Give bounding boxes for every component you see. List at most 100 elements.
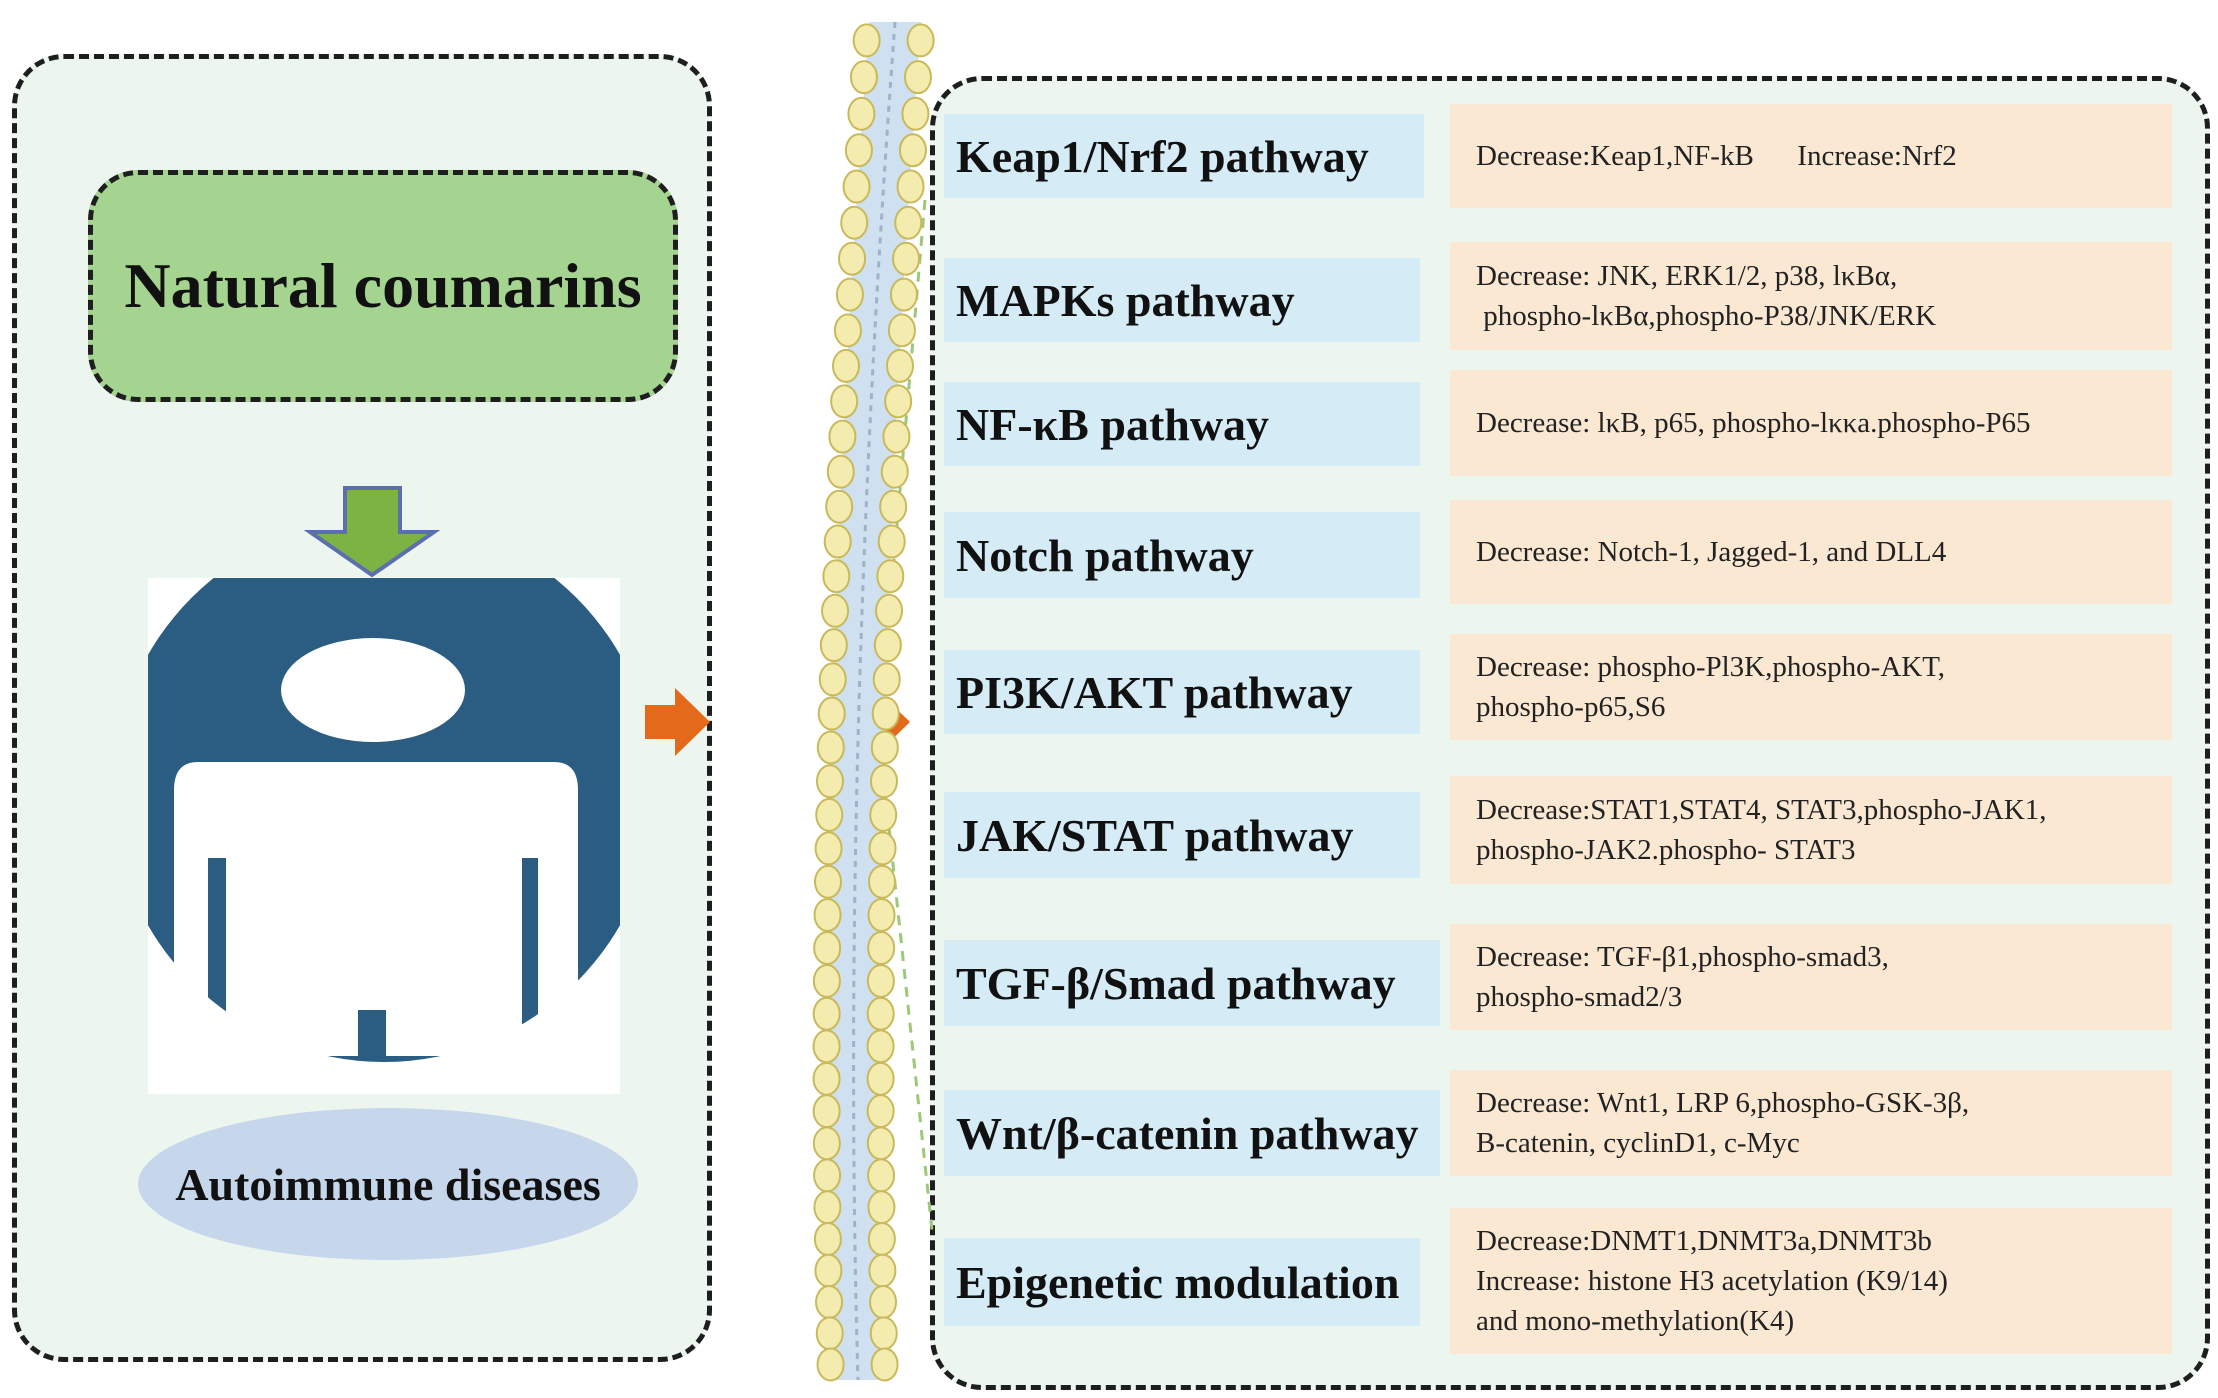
lipid-head — [872, 662, 901, 697]
natural-coumarins-title: Natural coumarins — [124, 250, 642, 321]
pathway-label: TGF-β/Smad pathway — [944, 940, 1440, 1026]
pathway-label: Notch pathway — [944, 512, 1420, 598]
lipid-head — [884, 384, 913, 419]
pathway-effects-box: Decrease: lκB, p65, phospho-lκκa.phospho… — [1450, 370, 2172, 476]
lipid-head — [868, 864, 897, 899]
lipid-head — [828, 419, 857, 454]
lipid-head — [826, 454, 855, 489]
zoom-line-top — [883, 199, 927, 666]
lipid-head — [833, 313, 862, 348]
pathway-effect-line: Decrease:Keap1,NF-kB Increase:Nrf2 — [1476, 140, 1957, 172]
lipid-head — [866, 1029, 895, 1064]
lipid-head — [873, 628, 902, 663]
lipid-head — [866, 1061, 895, 1096]
pathway-name: Keap1/Nrf2 pathway — [956, 130, 1369, 182]
lipid-head — [871, 696, 900, 731]
pathway-label: Epigenetic modulation — [944, 1238, 1420, 1326]
lipid-head — [866, 1094, 895, 1129]
lipid-head — [813, 1190, 842, 1225]
lipid-head — [852, 23, 881, 58]
lipid-head — [815, 1285, 844, 1320]
human-figure-icon — [148, 578, 620, 1094]
lipid-head — [867, 931, 896, 966]
pathway-label: PI3K/AKT pathway — [944, 650, 1420, 734]
lipid-head — [906, 23, 935, 58]
lipid-head — [814, 1253, 843, 1288]
lipid-head — [869, 797, 898, 832]
lipid-head — [818, 662, 847, 697]
lipid-head — [898, 133, 927, 168]
pathway-label: JAK/STAT pathway — [944, 792, 1420, 878]
pathway-effect-line: Decrease: phospho-Pl3K,phospho-AKT, — [1476, 651, 1946, 683]
pathway-effects-box: Decrease: TGF-β1,phospho-smad3,phospho-s… — [1450, 924, 2172, 1030]
autoimmune-diseases-label: Autoimmune diseases — [175, 1158, 601, 1210]
lipid-head — [831, 348, 860, 383]
pathway-effect-line: and mono-methylation(K4) — [1476, 1305, 1795, 1337]
lipid-head — [869, 1285, 898, 1320]
lipid-head — [901, 96, 930, 131]
pathway-label: NF-κB pathway — [944, 382, 1420, 466]
lipid-head — [813, 931, 842, 966]
lipid-head — [868, 831, 897, 866]
lipid-head — [903, 60, 932, 95]
lipid-head — [835, 277, 864, 312]
lipid-head — [847, 96, 876, 131]
pathway-effect-line: Decrease: TGF-β1,phospho-smad3, — [1476, 941, 1889, 973]
pathway-effect-line: Decrease: Wnt1, LRP 6,phospho-GSK-3β, — [1476, 1087, 1970, 1119]
pathway-name: JAK/STAT pathway — [956, 809, 1354, 861]
pathway-effect-line: Decrease:DNMT1,DNMT3a,DNMT3b — [1476, 1225, 1932, 1257]
natural-coumarins-box: Natural coumarins — [88, 170, 678, 402]
lipid-head — [896, 169, 925, 204]
pathway-effect-line: phospho-lκBα,phospho-P38/JNK/ERK — [1476, 300, 1937, 332]
lipid-head — [849, 60, 878, 95]
lipid-head — [885, 348, 914, 383]
lipid-head — [812, 1126, 841, 1161]
pathway-effects-box: Decrease: JNK, ERK1/2, p38, lκBα, phosph… — [1450, 242, 2172, 350]
lipid-head — [815, 1316, 844, 1351]
pathway-name: MAPKs pathway — [956, 274, 1295, 326]
lipid-head — [887, 313, 916, 348]
lipid-head — [823, 524, 852, 559]
pathway-label: Wnt/β-catenin pathway — [944, 1090, 1440, 1176]
lipid-head — [876, 559, 905, 594]
orange-right-arrow-icon — [645, 688, 710, 756]
lipid-head — [814, 831, 843, 866]
lipid-head — [867, 897, 896, 932]
pathway-name: Wnt/β-catenin pathway — [956, 1107, 1419, 1159]
lipid-head — [840, 205, 869, 240]
lipid-head — [867, 1190, 896, 1225]
pathway-effects-box: Decrease:Keap1,NF-kB Increase:Nrf2 — [1450, 104, 2172, 208]
lipid-head — [866, 1126, 895, 1161]
pathway-name: TGF-β/Smad pathway — [956, 957, 1396, 1009]
lipid-head — [877, 524, 906, 559]
lipid-head — [813, 897, 842, 932]
lipid-head — [879, 489, 908, 524]
lipid-head — [819, 628, 848, 663]
lipid-head — [815, 797, 844, 832]
lipid-head — [817, 696, 846, 731]
lipid-head — [813, 1222, 842, 1257]
lipid-head — [894, 205, 923, 240]
lipid-head — [842, 169, 871, 204]
autoimmune-diseases-ellipse: Autoimmune diseases — [138, 1108, 638, 1260]
pathway-effects-box: Decrease: phospho-Pl3K,phospho-AKT,phosp… — [1450, 634, 2172, 740]
pathway-effect-line: Decrease: lκB, p65, phospho-lκκa.phospho… — [1476, 407, 2031, 439]
pathway-effect-line: Increase: histone H3 acetylation (K9/14) — [1476, 1265, 1948, 1297]
lipid-head — [869, 764, 898, 799]
lipid-head — [838, 241, 867, 276]
lipid-head — [844, 133, 873, 168]
lipid-head — [892, 241, 921, 276]
lipid-head — [812, 1094, 841, 1129]
lipid-head — [870, 1347, 899, 1382]
lipid-head — [816, 1347, 845, 1382]
lipid-head — [822, 559, 851, 594]
pathway-label: MAPKs pathway — [944, 258, 1420, 342]
lipid-head — [880, 454, 909, 489]
pathway-name: Epigenetic modulation — [956, 1256, 1400, 1308]
lipid-head — [812, 996, 841, 1031]
lipid-head — [875, 593, 904, 628]
pathway-name: PI3K/AKT pathway — [956, 666, 1353, 718]
lipid-head — [870, 730, 899, 765]
